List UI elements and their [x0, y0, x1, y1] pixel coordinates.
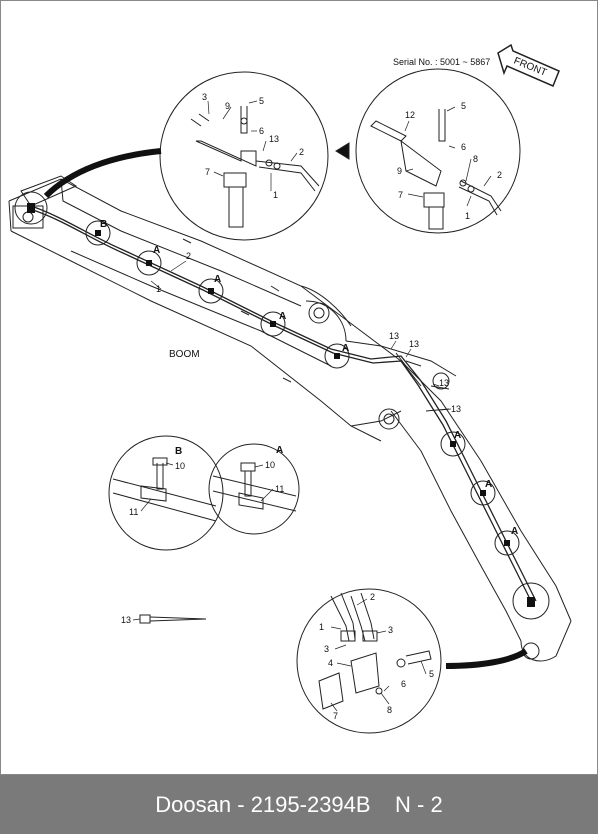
part-number: 11 [275, 484, 284, 494]
part-number: 2 [186, 251, 191, 261]
footer-separator: - [231, 791, 251, 817]
part-number: 13 [269, 134, 279, 144]
detail-letter-b-main: B [100, 219, 107, 230]
part-number: 1 [273, 190, 278, 200]
part-number: 2 [370, 592, 375, 602]
part-number: 13 [439, 378, 449, 388]
part-number: 7 [205, 167, 210, 177]
drawing-sheet: Serial No. : 5001 ~ 5867 FRONT BOOM B A … [0, 0, 598, 775]
detail-letter-b-title: B [175, 446, 182, 457]
leader-lines [132, 100, 492, 712]
detail-circle-right [355, 68, 521, 234]
cable-tie-13 [139, 614, 207, 624]
detail-letter-a-title: A [276, 445, 283, 456]
part-number: 4 [328, 658, 333, 668]
part-number: 7 [398, 190, 403, 200]
detail-letter-a-4: A [342, 343, 349, 354]
part-number: 12 [405, 110, 415, 120]
footer-bar: Doosan - 2195-2394B N - 2 [0, 775, 598, 834]
part-number: 11 [129, 507, 138, 517]
part-number: 10 [175, 461, 185, 471]
part-number: 8 [473, 154, 478, 164]
part-number: 5 [259, 96, 264, 106]
part-number: 6 [461, 142, 466, 152]
part-number: 1 [156, 284, 161, 294]
part-number: 1 [319, 622, 324, 632]
part-number: 7 [333, 711, 338, 721]
part-number: 10 [265, 460, 275, 470]
boom-piping-diagram: Serial No. : 5001 ~ 5867 FRONT BOOM B A … [8, 43, 572, 734]
detail-letter-a-2: A [214, 274, 221, 285]
footer-page: N - 2 [395, 791, 443, 817]
part-number: 1 [465, 211, 470, 221]
clamp-locations [14, 191, 550, 620]
part-number: 6 [401, 679, 406, 689]
detail-circle-bottom [296, 588, 528, 734]
front-arrow [497, 43, 560, 87]
footer-part-number: 2195-2394B [250, 791, 371, 817]
part-number: 8 [387, 705, 392, 715]
part-number: 6 [259, 126, 264, 136]
detail-circle-left [43, 71, 329, 241]
boom-outline [8, 175, 572, 662]
part-number: 2 [497, 170, 502, 180]
part-number: 2 [299, 147, 304, 157]
detail-letter-a-5: A [454, 430, 461, 441]
part-number: 3 [324, 644, 329, 654]
part-number: 13 [409, 339, 419, 349]
part-number: 13 [389, 331, 399, 341]
boom-label: BOOM [169, 349, 200, 360]
detail-letter-a-7: A [511, 526, 518, 537]
detail-circle-b [108, 435, 224, 551]
part-number: 13 [121, 615, 131, 625]
footer-brand: Doosan [155, 791, 232, 817]
part-number: 9 [397, 166, 402, 176]
part-number: 9 [225, 101, 230, 111]
detail-letter-a-3: A [279, 311, 286, 322]
part-number: 3 [202, 92, 207, 102]
part-number: 13 [451, 404, 461, 414]
detail-letter-a-1: A [153, 245, 160, 256]
pointer-arrow [335, 142, 350, 160]
footer-spacer [371, 792, 395, 818]
hose-run [30, 205, 537, 606]
detail-letter-a-6: A [485, 479, 492, 490]
clamp-marks [27, 203, 535, 607]
part-number: 5 [429, 669, 434, 679]
detail-circle-a [208, 443, 300, 535]
serial-number: Serial No. : 5001 ~ 5867 [393, 57, 490, 67]
part-number: 5 [461, 101, 466, 111]
part-number: 3 [388, 625, 393, 635]
